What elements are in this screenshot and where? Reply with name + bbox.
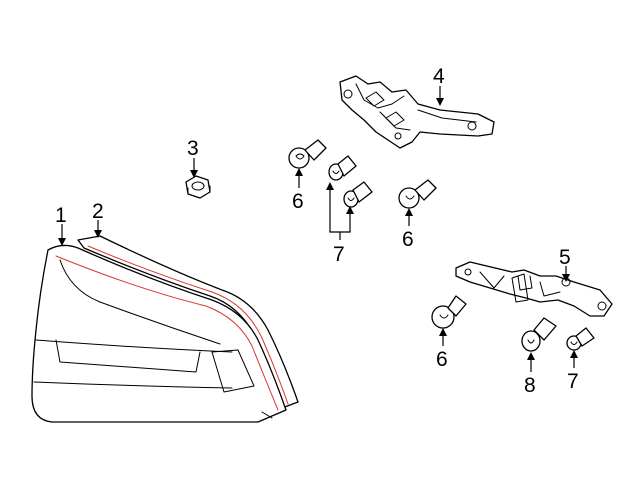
bulb-6-lower — [431, 295, 467, 329]
upper-socket-plate — [339, 75, 495, 149]
leader-lines — [58, 86, 578, 372]
grommet-part — [185, 175, 211, 199]
callout-4: 4 — [433, 65, 445, 88]
callout-3: 3 — [187, 137, 199, 160]
bulb-6-upper-left — [288, 139, 327, 169]
bulb-7-right — [566, 327, 595, 351]
callout-7-bracket: 7 — [333, 243, 345, 266]
callout-7-right: 7 — [567, 370, 579, 393]
bulb-7-lower — [343, 181, 373, 208]
bulb-8 — [521, 317, 557, 352]
tail-lamp-assembly — [31, 235, 299, 423]
callout-6-upper-left: 6 — [292, 190, 304, 213]
bulb-7-upper — [328, 155, 357, 181]
callout-6-lower: 6 — [436, 348, 448, 371]
callout-2: 2 — [92, 200, 104, 223]
callout-5: 5 — [559, 246, 571, 269]
callout-8: 8 — [524, 374, 536, 397]
callout-6-right: 6 — [402, 228, 414, 251]
lower-socket-plate — [455, 261, 613, 317]
callout-1: 1 — [55, 204, 67, 227]
bulb-6-right — [398, 179, 437, 209]
